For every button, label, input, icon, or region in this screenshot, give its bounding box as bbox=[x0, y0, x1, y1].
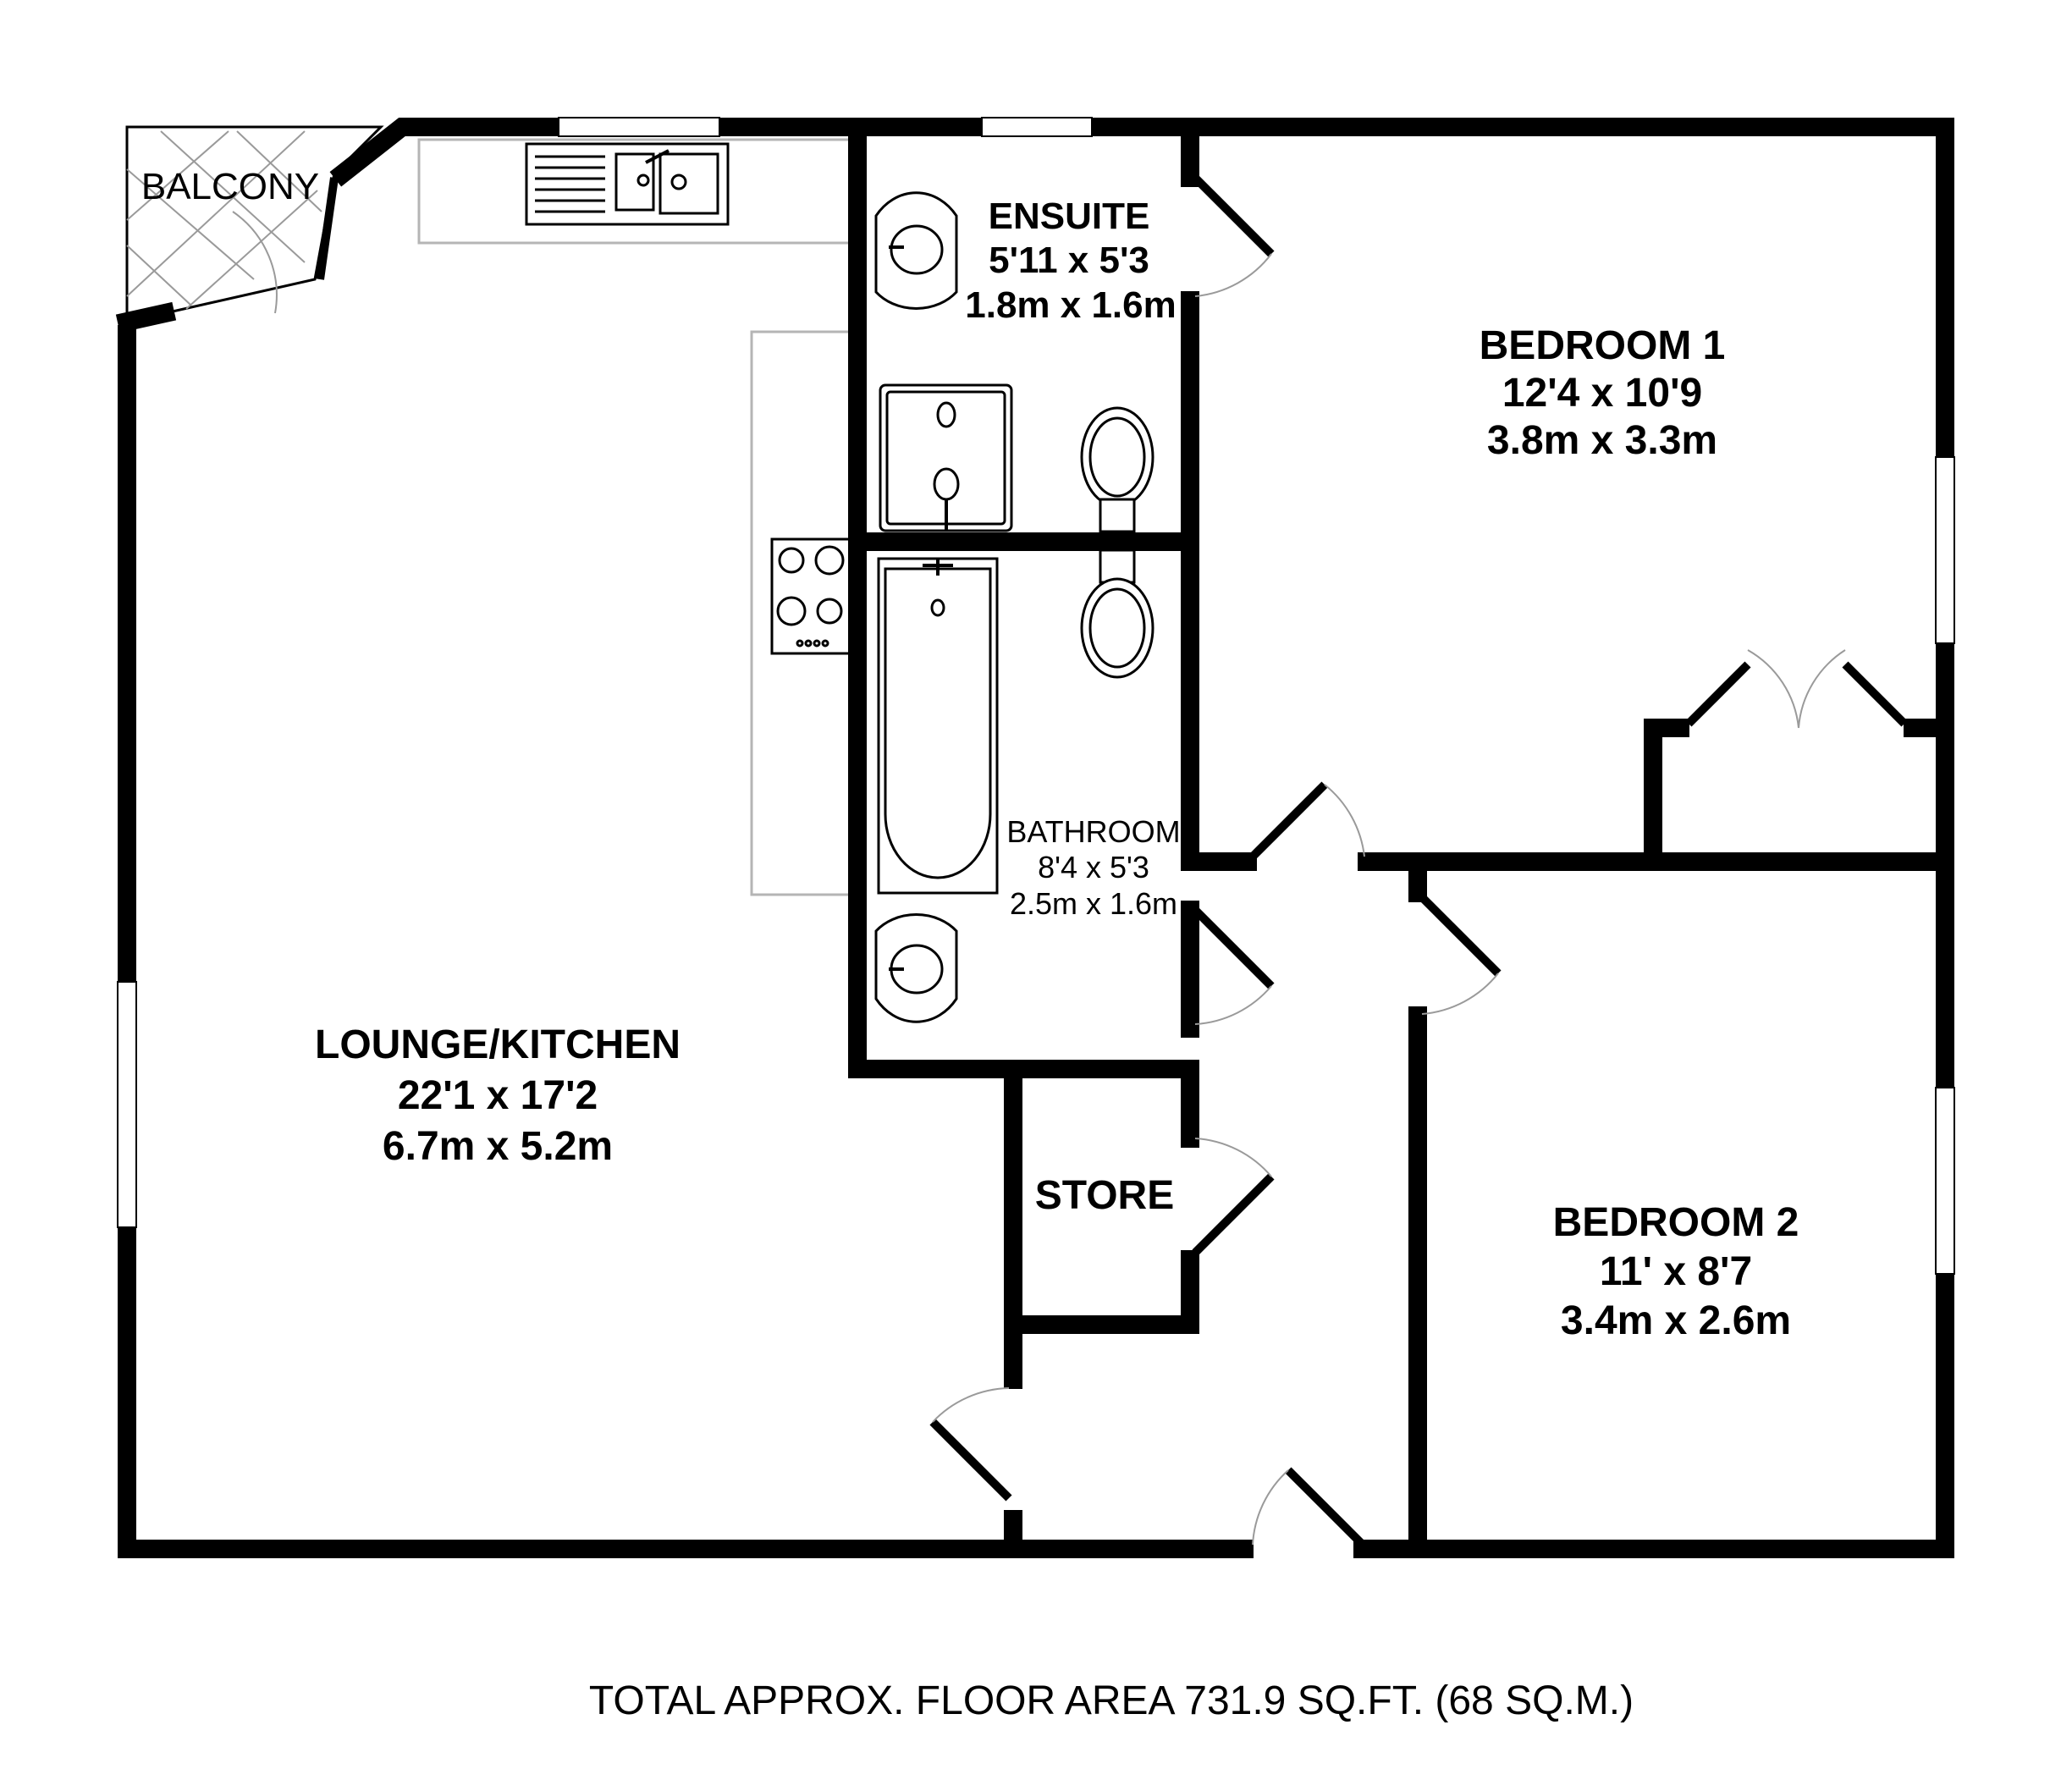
windows bbox=[117, 117, 1955, 1275]
lounge-kitchen-metric: 6.7m x 5.2m bbox=[383, 1124, 613, 1169]
hob-icon bbox=[770, 537, 852, 655]
total-floor-area: TOTAL APPROX. FLOOR AREA 731.9 SQ.FT. (6… bbox=[589, 1678, 1634, 1723]
balcony-hatch bbox=[125, 125, 384, 323]
bedroom1-name: BEDROOM 1 bbox=[1480, 323, 1726, 368]
ensuite-metric: 1.8m x 1.6m bbox=[965, 284, 1177, 326]
window-bedroom2 bbox=[1935, 1087, 1955, 1275]
bedroom2-name: BEDROOM 2 bbox=[1553, 1200, 1799, 1245]
walls bbox=[115, 118, 1954, 1558]
window-lounge bbox=[117, 981, 137, 1228]
bathroom-metric: 2.5m x 1.6m bbox=[1010, 886, 1177, 921]
window-ensuite bbox=[981, 117, 1093, 137]
shower-tray-icon bbox=[879, 383, 1013, 532]
window-kitchen bbox=[558, 117, 720, 137]
balcony-label: BALCONY bbox=[141, 166, 319, 207]
kitchen-sink-icon bbox=[525, 142, 730, 226]
lounge-kitchen-imperial: 22'1 x 17'2 bbox=[398, 1073, 598, 1118]
kitchen-counters bbox=[417, 138, 852, 896]
window-bedroom1 bbox=[1935, 456, 1955, 644]
ensuite-basin-icon bbox=[874, 191, 958, 310]
bath-tub-icon bbox=[877, 557, 999, 895]
bathroom-toilet-icon bbox=[1080, 548, 1154, 679]
bathroom-basin-icon bbox=[874, 913, 958, 1023]
bedroom2-imperial: 11' x 8'7 bbox=[1600, 1249, 1752, 1294]
lounge-kitchen-name: LOUNGE/KITCHEN bbox=[315, 1022, 681, 1067]
bedroom2-metric: 3.4m x 2.6m bbox=[1561, 1298, 1791, 1343]
store-label: STORE bbox=[1035, 1173, 1174, 1218]
ensuite-toilet-icon bbox=[1080, 406, 1154, 533]
doors bbox=[232, 174, 1908, 1548]
bathroom-name: BATHROOM bbox=[1006, 814, 1180, 849]
bathroom-imperial: 8'4 x 5'3 bbox=[1038, 850, 1149, 884]
ensuite-name: ENSUITE bbox=[989, 196, 1150, 237]
ensuite-imperial: 5'11 x 5'3 bbox=[989, 240, 1149, 281]
bedroom1-imperial: 12'4 x 10'9 bbox=[1502, 371, 1702, 416]
bedroom1-metric: 3.8m x 3.3m bbox=[1487, 418, 1717, 463]
